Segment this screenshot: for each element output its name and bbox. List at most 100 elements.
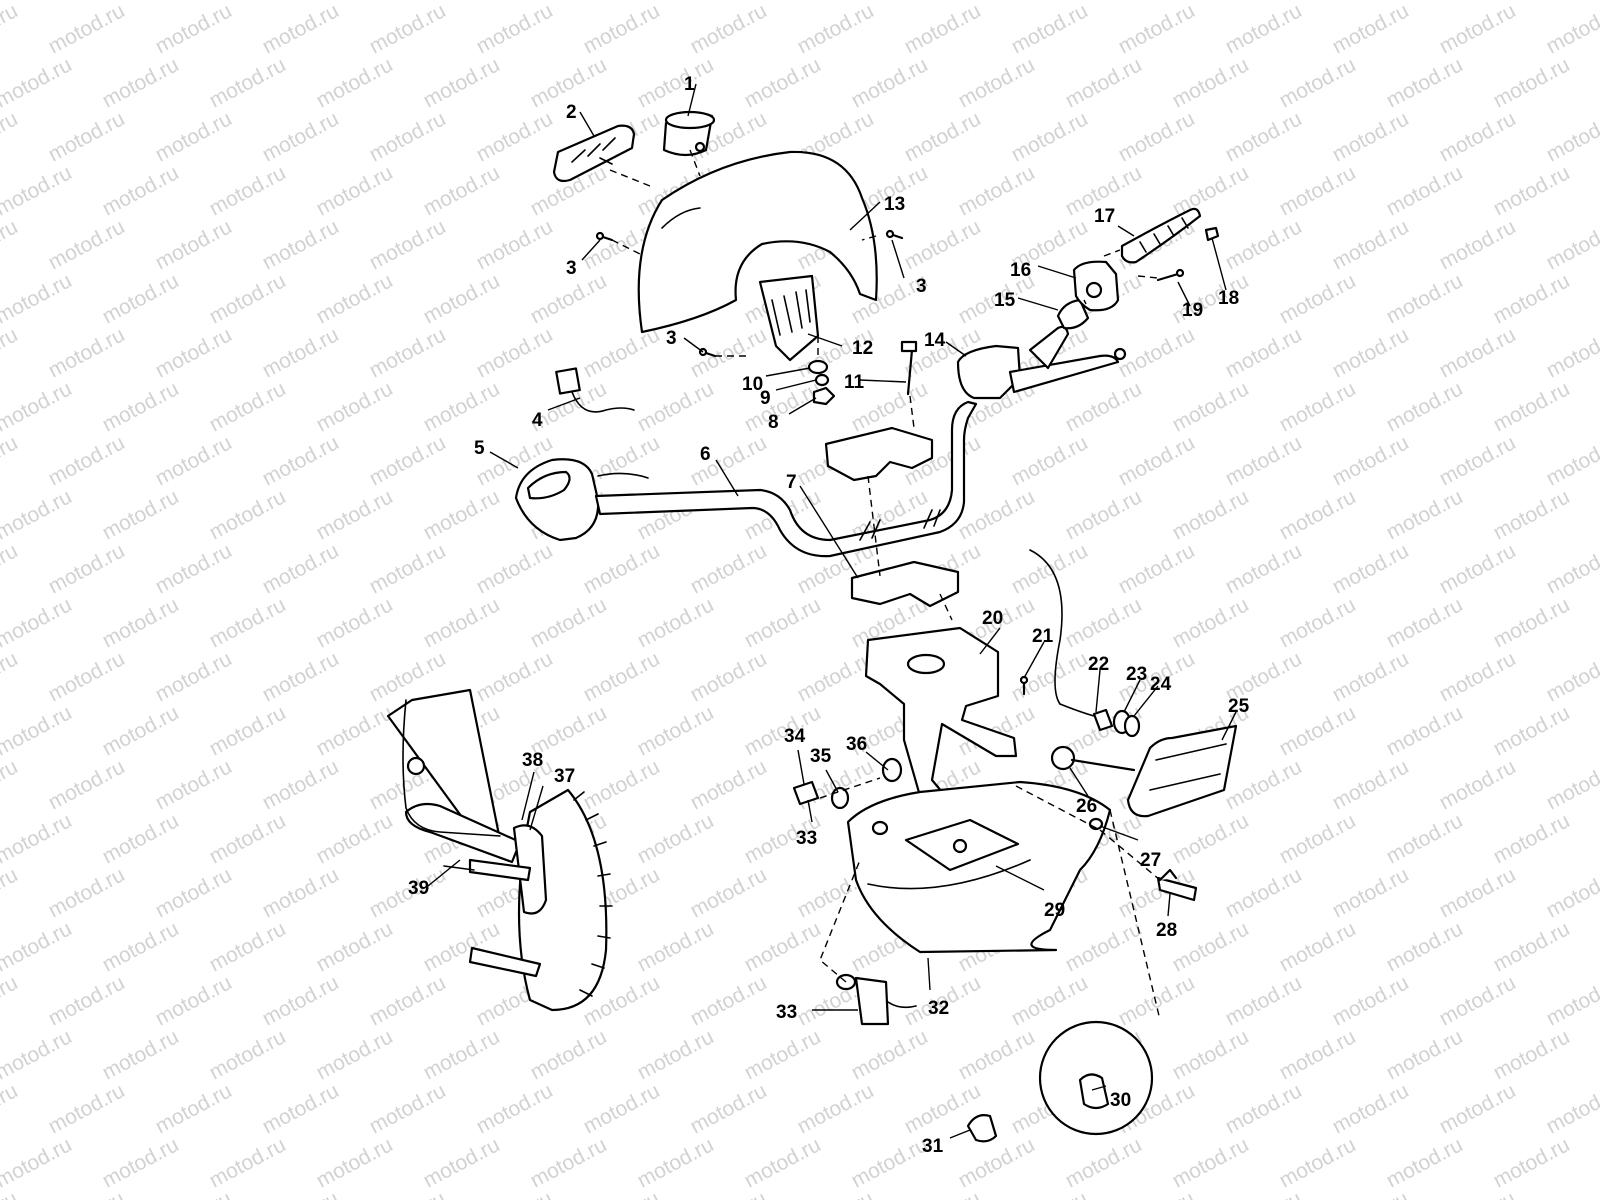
- watermark-text: motod.ru: [1222, 107, 1306, 166]
- watermark-text: motod.ru: [1597, 161, 1600, 220]
- cable-line: [1029, 549, 1063, 705]
- callout-4: 4: [532, 410, 543, 431]
- watermark-text: motod.ru: [1490, 809, 1574, 868]
- watermark-text: motod.ru: [313, 485, 397, 544]
- watermark-text: motod.ru: [687, 1079, 771, 1138]
- watermark-text: motod.ru: [152, 1079, 236, 1138]
- watermark-text: motod.ru: [1436, 323, 1520, 382]
- watermark-text: motod.ru: [152, 755, 236, 814]
- adjuster-part: [1050, 745, 1136, 772]
- watermark-text: motod.ru: [99, 593, 183, 652]
- callout-16: 16: [1010, 260, 1031, 281]
- watermark-text: motod.ru: [1169, 1025, 1253, 1084]
- watermark-text: motod.ru: [1383, 593, 1467, 652]
- watermark-text: motod.ru: [1543, 1187, 1600, 1200]
- watermark-text: motod.ru: [1222, 755, 1306, 814]
- watermark-text: motod.ru: [794, 1187, 878, 1200]
- watermark-text: motod.ru: [1276, 53, 1360, 112]
- watermark-text: motod.ru: [473, 539, 557, 598]
- watermark-text: motod.ru: [1115, 0, 1199, 58]
- callout-37: 37: [554, 766, 575, 787]
- watermark-text: motod.ru: [1383, 701, 1467, 760]
- callout-33a: 33: [796, 828, 817, 849]
- watermark-text: motod.ru: [0, 1025, 76, 1084]
- watermark-text: motod.ru: [1222, 971, 1306, 1030]
- callout-38: 38: [522, 750, 543, 771]
- watermark-text: motod.ru: [634, 701, 718, 760]
- watermark-text: motod.ru: [206, 809, 290, 868]
- watermark-text: motod.ru: [1222, 1187, 1306, 1200]
- watermark-text: motod.ru: [741, 593, 825, 652]
- watermark-text: motod.ru: [99, 269, 183, 328]
- watermark-text: motod.ru: [45, 863, 129, 922]
- watermark-text: motod.ru: [206, 1025, 290, 1084]
- watermark-text: motod.ru: [366, 0, 450, 58]
- watermark-text: motod.ru: [901, 215, 985, 274]
- watermark-text: motod.ru: [580, 539, 664, 598]
- watermark-text: motod.ru: [1062, 485, 1146, 544]
- callout-31: 31: [922, 1136, 944, 1157]
- watermark-text: motod.ru: [473, 1079, 557, 1138]
- watermark-text: motod.ru: [152, 431, 236, 490]
- watermark-text: motod.ru: [152, 1187, 236, 1200]
- watermark-text: motod.ru: [420, 485, 504, 544]
- watermark-text: motod.ru: [1436, 1187, 1520, 1200]
- callout-15: 15: [994, 290, 1016, 311]
- watermark-text: motod.ru: [366, 1079, 450, 1138]
- watermark-text: motod.ru: [1543, 323, 1600, 382]
- brake-disc-assembly-part: [386, 688, 613, 1012]
- callout-21: 21: [1032, 626, 1054, 647]
- watermark-text: motod.ru: [473, 107, 557, 166]
- callout-1: 1: [684, 74, 695, 95]
- watermark-text: motod.ru: [0, 863, 22, 922]
- watermark-text: motod.ru: [1490, 161, 1574, 220]
- watermark-text: motod.ru: [152, 0, 236, 58]
- screw-parts: [595, 229, 904, 358]
- callout-29: 29: [1044, 900, 1065, 921]
- watermark-text: motod.ru: [1597, 917, 1600, 976]
- watermark-text: motod.ru: [848, 53, 932, 112]
- watermark-text: motod.ru: [0, 215, 22, 274]
- callout-36: 36: [846, 734, 867, 755]
- watermark-text: motod.ru: [794, 0, 878, 58]
- watermark-text: motod.ru: [634, 53, 718, 112]
- watermark-text: motod.ru: [1383, 377, 1467, 436]
- watermark-text: motod.ru: [0, 53, 76, 112]
- watermark-text: motod.ru: [206, 161, 290, 220]
- watermark-text: motod.ru: [634, 1133, 718, 1192]
- callout-12: 12: [852, 338, 873, 359]
- watermark-text: motod.ru: [45, 431, 129, 490]
- watermark-text: motod.ru: [741, 53, 825, 112]
- watermark-text: motod.ru: [366, 323, 450, 382]
- clip-part: [966, 1114, 998, 1143]
- watermark-text: motod.ru: [0, 323, 22, 382]
- callout-23: 23: [1126, 664, 1147, 685]
- watermark-text: motod.ru: [152, 107, 236, 166]
- watermark-text: motod.ru: [1383, 1025, 1467, 1084]
- watermark-text: motod.ru: [1436, 647, 1520, 706]
- watermark-text: motod.ru: [527, 1133, 611, 1192]
- watermark-text: motod.ru: [259, 323, 343, 382]
- watermark-text: motod.ru: [1543, 431, 1600, 490]
- watermark-text: motod.ru: [313, 53, 397, 112]
- watermark-text: motod.ru: [1276, 701, 1360, 760]
- watermark-text: motod.ru: [687, 1187, 771, 1200]
- watermark-text: motod.ru: [1008, 1187, 1092, 1200]
- watermark-text: motod.ru: [0, 377, 76, 436]
- watermark-text: motod.ru: [955, 53, 1039, 112]
- watermark-text: motod.ru: [1543, 107, 1600, 166]
- watermark-text: motod.ru: [313, 161, 397, 220]
- callout-27: 27: [1140, 850, 1161, 871]
- switch-wire-part: [555, 367, 635, 413]
- callout-5: 5: [474, 438, 485, 459]
- callout-28: 28: [1156, 920, 1177, 941]
- watermark-text: motod.ru: [955, 161, 1039, 220]
- callout-19: 19: [1182, 300, 1203, 321]
- watermark-text: motod.ru: [313, 1133, 397, 1192]
- watermark-text: motod.ru: [687, 539, 771, 598]
- watermark-text: motod.ru: [152, 863, 236, 922]
- callout-11: 11: [844, 372, 865, 393]
- watermark-text: motod.ru: [1329, 323, 1413, 382]
- watermark-text: motod.ru: [1543, 0, 1600, 58]
- handlebar-clamps-part: [824, 426, 960, 608]
